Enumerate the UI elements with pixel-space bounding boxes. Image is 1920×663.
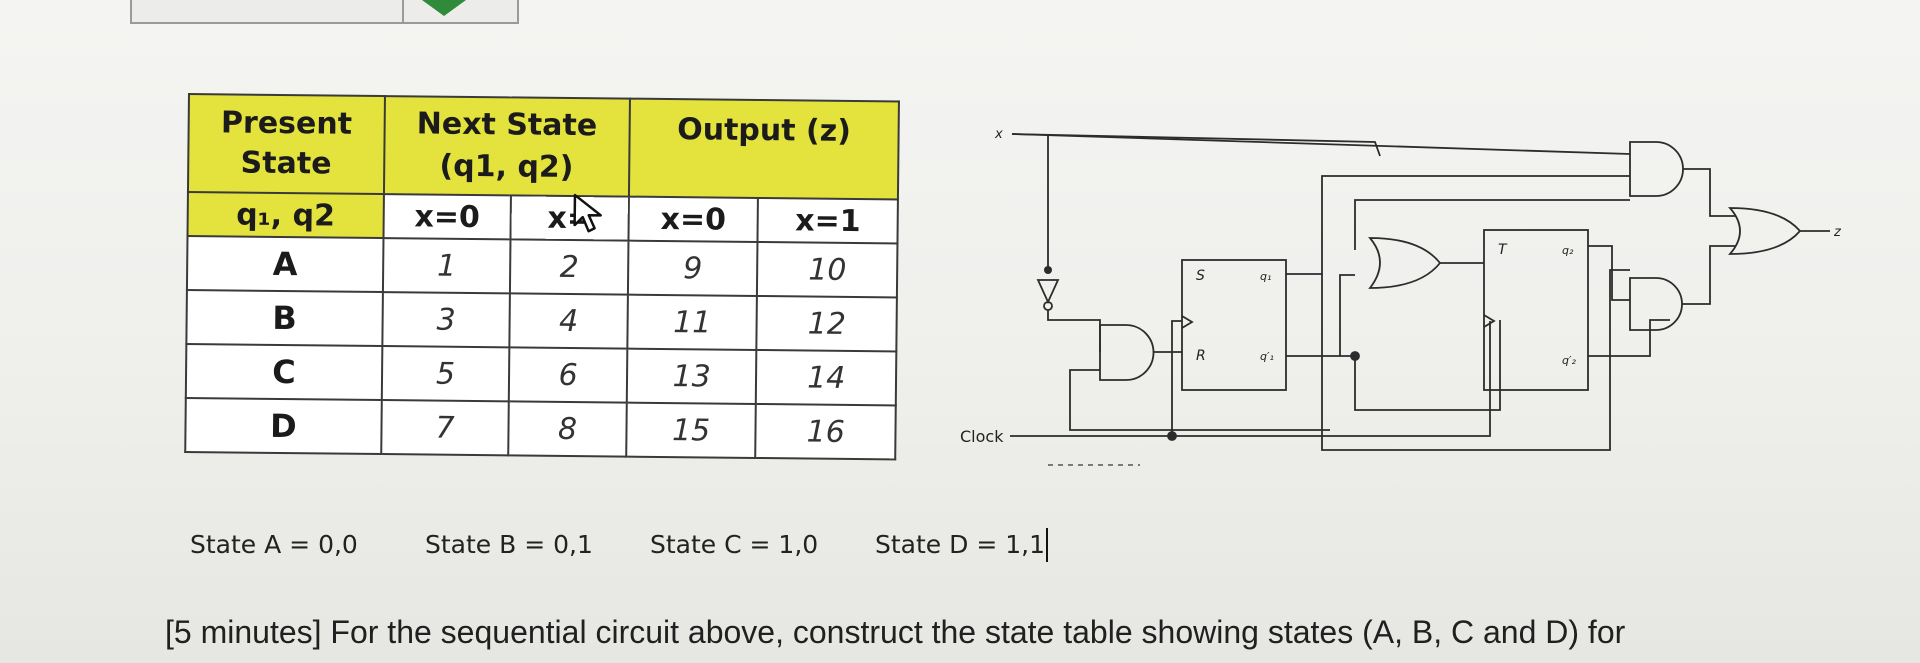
sr-q1-label: q₁ xyxy=(1260,270,1271,283)
clock-label: Clock xyxy=(960,427,1004,446)
answer-cell[interactable]: 5 xyxy=(381,346,510,402)
table-row: A 1 2 9 10 xyxy=(186,236,898,298)
output-z-label: z xyxy=(1833,225,1842,240)
state-cell: A xyxy=(186,236,384,293)
green-arrow-icon xyxy=(422,0,466,16)
answer-cell[interactable]: 13 xyxy=(626,348,757,404)
state-cell: B xyxy=(186,289,383,347)
input-x-label: x xyxy=(994,127,1003,142)
answer-cell[interactable]: 15 xyxy=(626,402,757,458)
header-next-state: Next State (q1, q2) xyxy=(383,96,630,197)
question-text: [5 minutes] For the sequential circuit a… xyxy=(165,614,1626,650)
text-caret xyxy=(1046,528,1048,562)
t-label: T xyxy=(1498,242,1508,258)
subheader-next-x0: x=0 xyxy=(383,194,512,240)
t-q2-bar-label: q′₂ xyxy=(1562,354,1576,367)
answer-cell[interactable]: 16 xyxy=(755,403,896,460)
state-a-assignment: State A = 0,0 xyxy=(190,530,358,559)
mouse-cursor-icon xyxy=(573,193,603,233)
subheader-output-x1: x=1 xyxy=(757,197,898,244)
table-row: B 3 4 11 12 xyxy=(186,289,897,352)
answer-cell[interactable]: 10 xyxy=(757,241,898,298)
toolbar-divider xyxy=(402,0,404,22)
table-row: D 7 8 15 16 xyxy=(185,397,896,460)
answer-cell[interactable]: 6 xyxy=(509,347,628,403)
state-table: Present State Next State (q1, q2) Output… xyxy=(184,93,900,460)
header-output: Output (z) xyxy=(628,98,899,200)
state-b-assignment: State B = 0,1 xyxy=(425,530,593,559)
header-present-state: Present State xyxy=(187,94,385,195)
sequential-circuit-diagram: x Clock z S R q₁ q′₁ T q₂ q′₂ xyxy=(960,127,1842,466)
top-toolbar-fragment xyxy=(130,0,519,24)
answer-cell[interactable]: 8 xyxy=(508,401,627,457)
subheader-output-x0: x=0 xyxy=(628,196,759,242)
answer-cell[interactable]: 11 xyxy=(627,294,758,350)
subheader-next-x1: x= xyxy=(510,193,629,241)
state-cell: D xyxy=(185,397,382,455)
state-cell: C xyxy=(185,343,383,401)
answer-cell[interactable]: 7 xyxy=(380,400,510,456)
sr-r-label: R xyxy=(1196,348,1206,364)
answer-cell[interactable]: 14 xyxy=(756,349,897,406)
sr-s-label: S xyxy=(1196,268,1205,284)
answer-cell[interactable]: 1 xyxy=(382,238,511,294)
answer-cell[interactable]: 4 xyxy=(509,293,628,349)
answer-cell[interactable]: 3 xyxy=(382,292,511,348)
state-d-assignment: State D = 1,1 xyxy=(875,530,1045,559)
answer-cell[interactable]: 9 xyxy=(627,240,758,296)
answer-cell[interactable]: 2 xyxy=(510,239,629,295)
sr-q1-bar-label: q′₁ xyxy=(1260,350,1274,363)
t-q2-label: q₂ xyxy=(1562,244,1574,257)
answer-cell[interactable]: 12 xyxy=(756,295,897,352)
subheader-q1q2: q₁, q2 xyxy=(187,192,384,239)
state-c-assignment: State C = 1,0 xyxy=(650,530,819,559)
table-row: C 5 6 13 14 xyxy=(185,343,897,406)
